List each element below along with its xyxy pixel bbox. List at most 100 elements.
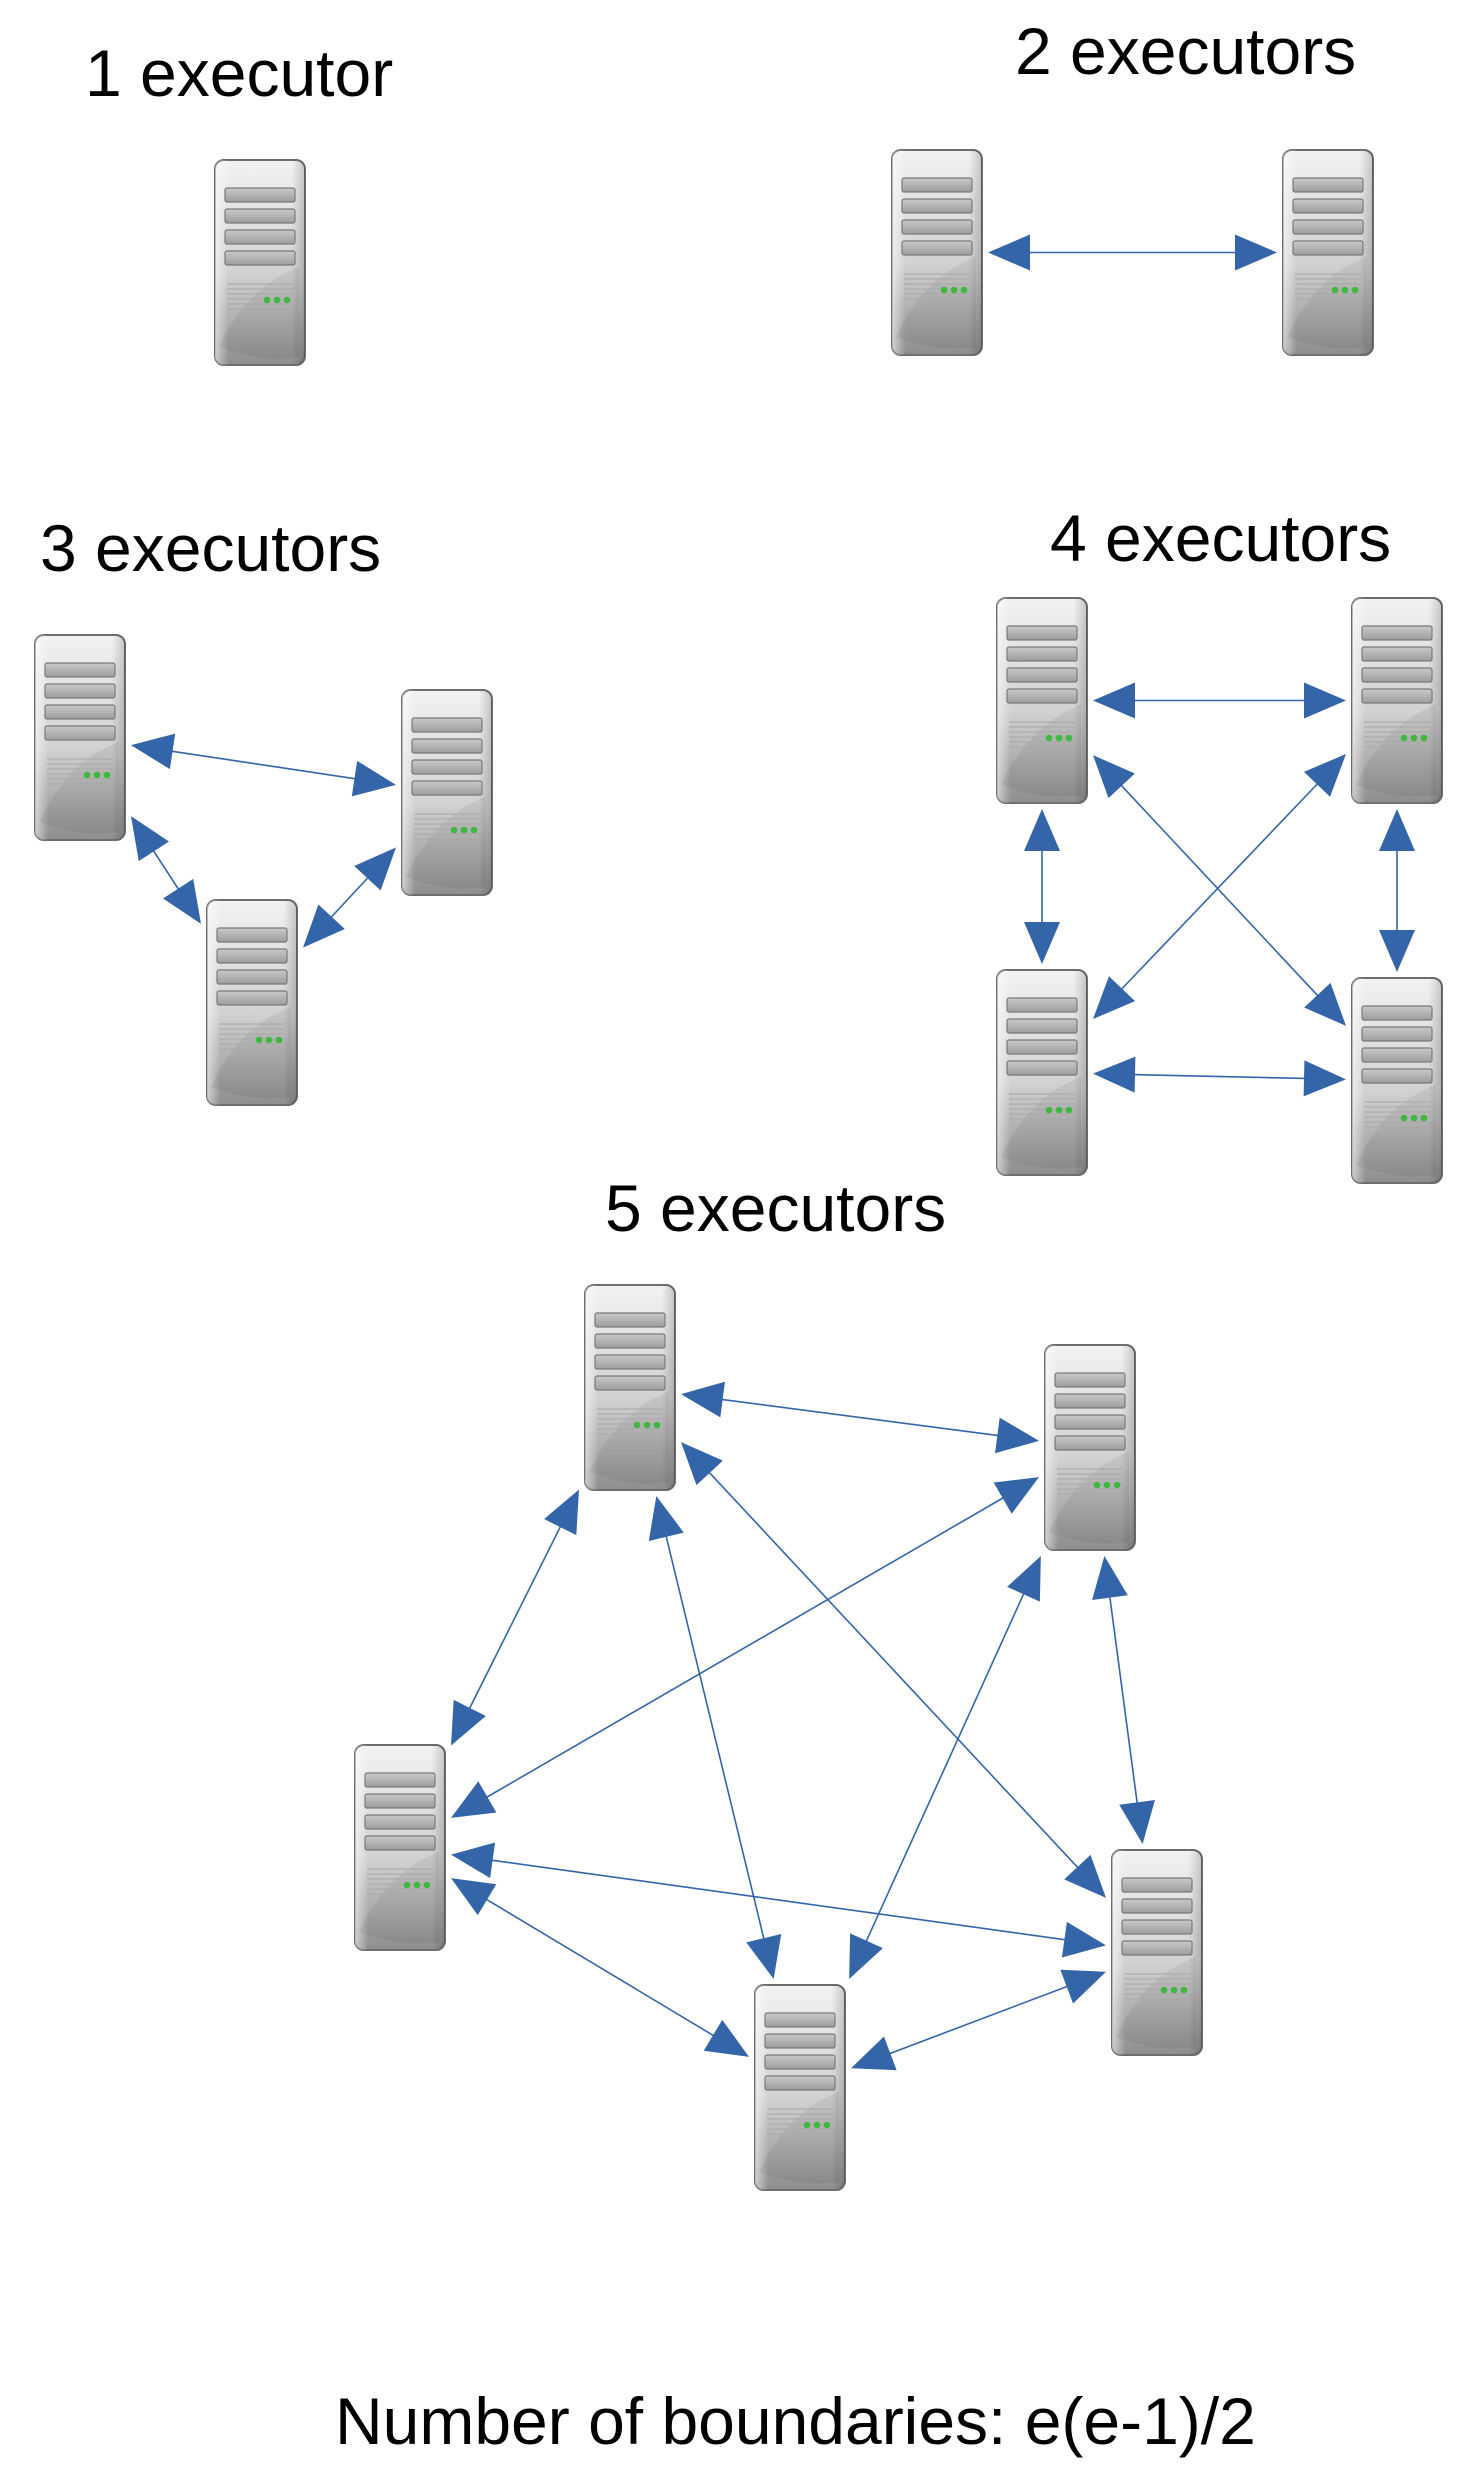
connection-line	[170, 750, 357, 780]
g3-server-3-icon	[206, 899, 298, 1106]
arrowhead	[1093, 976, 1136, 1020]
g2-connection-0-1	[988, 234, 1277, 271]
g3-server-2-icon	[401, 689, 493, 896]
arrowhead	[681, 1381, 725, 1418]
arrowhead	[303, 904, 345, 948]
connection-line	[1108, 1595, 1139, 1805]
connection-line	[707, 1470, 1080, 1870]
arrowhead	[849, 1933, 883, 1979]
arrowhead	[1024, 809, 1060, 851]
arrowhead	[648, 1496, 684, 1542]
g4-connection-0-3	[1093, 755, 1346, 1026]
g4-server-2-icon	[1351, 597, 1443, 804]
g4-connection-0-2	[1024, 809, 1060, 964]
g5-connection-0-3	[648, 1496, 782, 1979]
g4-connection-0-1	[1093, 682, 1346, 719]
g4-connection-1-3	[1379, 809, 1415, 972]
g5-connection-0-1	[681, 1381, 1039, 1454]
arrowhead	[163, 878, 201, 924]
arrowhead	[988, 234, 1030, 271]
arrowhead	[354, 847, 396, 891]
arrowhead	[1024, 922, 1060, 964]
arrowhead	[1092, 1556, 1128, 1601]
connection-line	[329, 876, 370, 919]
arrowhead	[1093, 755, 1135, 799]
g5-connection-1-3	[849, 1556, 1041, 1979]
arrowhead	[1303, 753, 1346, 797]
arrowhead	[1379, 809, 1415, 851]
arrowhead	[1304, 982, 1346, 1026]
connection-line	[152, 849, 180, 891]
g5-connection-3-4	[851, 1969, 1106, 2071]
g3-server-1-icon	[34, 634, 126, 841]
servers-layer	[34, 149, 1443, 2191]
arrowhead	[1235, 234, 1277, 271]
arrowhead	[451, 1781, 497, 1818]
connection-line	[665, 1534, 765, 1941]
g3-connection-0-2	[131, 816, 201, 924]
group-title-4-executors: 4 executors	[1050, 501, 1392, 575]
g3-connection-0-1	[131, 733, 396, 797]
group-title-1-executor: 1 executor	[85, 36, 394, 110]
g5-connection-0-4	[681, 1442, 1106, 1898]
group-title-5-executors: 5 executors	[605, 1171, 947, 1245]
g5-connection-1-2	[451, 1477, 1039, 1818]
connection-line	[484, 1897, 716, 2038]
boundaries-formula: Number of boundaries: e(e-1)/2	[335, 2384, 1256, 2458]
group-title-3-executors: 3 executors	[40, 511, 382, 585]
arrowhead	[1379, 930, 1415, 972]
arrowhead	[746, 1933, 782, 1979]
connection-line	[888, 1985, 1069, 2055]
arrowhead	[1007, 1556, 1041, 1602]
arrowhead	[451, 1699, 486, 1746]
g2-server-2-icon	[1282, 149, 1374, 356]
connection-line	[485, 1496, 1005, 1799]
arrowhead	[451, 1878, 497, 1916]
arrowhead	[544, 1489, 579, 1536]
group-title-2-executors: 2 executors	[1015, 14, 1357, 88]
arrowhead	[351, 760, 396, 797]
arrowhead	[1093, 682, 1135, 719]
connection-line	[1120, 782, 1319, 991]
g4-connection-1-2	[1093, 753, 1346, 1020]
g4-server-4-icon	[1351, 977, 1443, 1184]
connection-line	[1132, 1073, 1307, 1080]
arrowhead	[1093, 1056, 1136, 1093]
connection-line	[468, 1524, 562, 1711]
arrowhead	[131, 816, 169, 862]
arrowhead	[703, 2019, 749, 2057]
g5-connection-1-4	[1092, 1556, 1155, 1844]
g5-connection-2-4	[451, 1842, 1106, 1958]
g2-server-1-icon	[891, 149, 983, 356]
arrowhead	[131, 733, 176, 770]
arrowhead	[993, 1477, 1039, 1514]
arrowhead	[1303, 1060, 1346, 1097]
connections-layer	[131, 234, 1415, 2071]
g5-connection-0-2	[451, 1489, 579, 1746]
arrowhead	[451, 1842, 496, 1879]
g5-server-2-icon	[1044, 1344, 1136, 1551]
arrowhead	[1064, 1854, 1106, 1898]
g4-server-3-icon	[996, 969, 1088, 1176]
arrowhead	[1060, 1969, 1106, 2004]
arrowhead	[1119, 1799, 1155, 1844]
connection-line	[720, 1398, 1000, 1437]
g5-server-4-icon	[754, 1984, 846, 2191]
arrowhead	[681, 1442, 723, 1486]
arrowhead	[851, 2036, 897, 2071]
g4-server-1-icon	[996, 597, 1088, 804]
g1-server-1-icon	[214, 159, 306, 366]
connection-line	[1119, 783, 1320, 998]
arrowhead	[1061, 1921, 1106, 1958]
arrowhead	[995, 1417, 1039, 1454]
g4-connection-2-3	[1093, 1056, 1346, 1097]
g5-server-5-icon	[1111, 1849, 1203, 2056]
connection-line	[490, 1859, 1067, 1941]
g5-server-1-icon	[584, 1284, 676, 1491]
g3-connection-1-2	[303, 847, 396, 948]
connection-line	[864, 1592, 1026, 1943]
arrowhead	[1304, 682, 1346, 719]
g5-server-3-icon	[354, 1744, 446, 1951]
